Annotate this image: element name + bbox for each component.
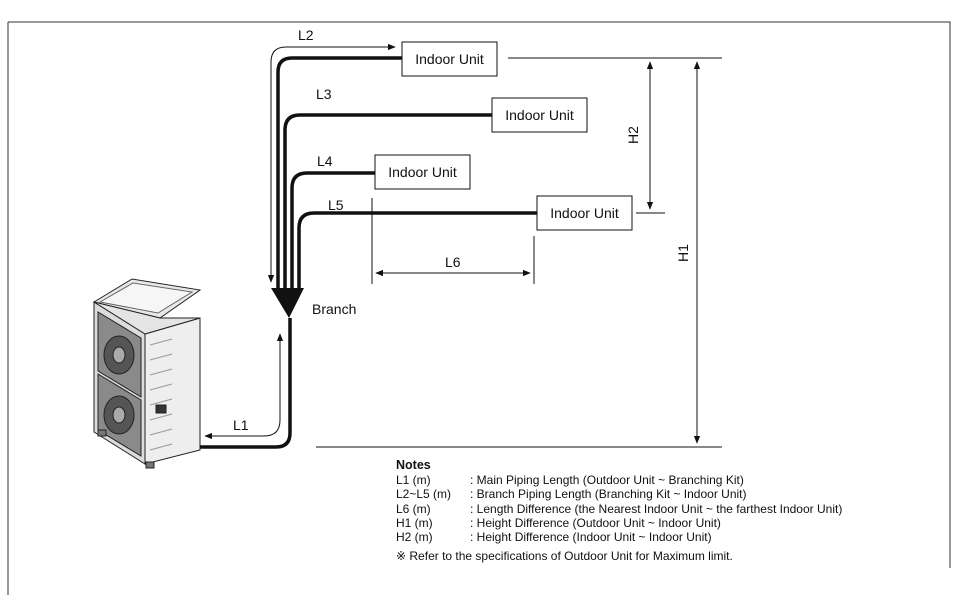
h2-label: H2 [625,126,641,144]
note-row: L1 (m) : Main Piping Length (Outdoor Uni… [396,473,842,487]
branch-label: Branch [312,301,356,317]
note-key: L2~L5 (m) [396,487,452,502]
l1-dimension-line [204,333,284,440]
l3-label: L3 [316,86,332,102]
notes-title: Notes [396,458,431,472]
page-frame [8,21,951,568]
note-key: L6 (m) [396,501,431,516]
note-key: L1 (m) [396,473,431,488]
note-key: H1 (m) [396,515,433,530]
branch-pipe-l5 [297,211,537,290]
indoor-unit-label-1: Indoor Unit [415,51,484,67]
branch-pipe-l4 [290,171,375,290]
note-value: : Branch Piping Length (Branching Kit ~ … [470,487,747,502]
note-value: : Height Difference (Indoor Unit ~ Indoo… [470,530,712,545]
note-value: : Main Piping Length (Outdoor Unit ~ Bra… [470,473,744,488]
l2-label: L2 [298,27,314,43]
h1-label: H1 [675,244,691,262]
note-row: H2 (m) : Height Difference (Indoor Unit … [396,530,842,544]
notes-reference: ※ Refer to the specifications of Outdoor… [396,549,733,564]
note-key: H2 (m) [396,530,433,545]
notes-section: Notes L1 (m) : Main Piping Length (Outdo… [396,458,842,563]
note-row: H1 (m) : Height Difference (Outdoor Unit… [396,516,842,530]
indoor-unit-box-4 [536,195,633,231]
indoor-unit-box-3 [374,154,471,190]
branch-kit-shape [271,288,304,318]
indoor-unit-box-1 [401,41,498,77]
indoor-unit-label-4: Indoor Unit [550,205,619,221]
indoor-unit-label-2: Indoor Unit [505,107,574,123]
branch-pipe-l3 [283,113,492,290]
l4-label: L4 [317,153,333,169]
l6-label: L6 [445,254,461,270]
outdoor-unit-illustration [92,278,202,469]
main-pipe [200,318,292,449]
note-row: L6 (m) : Length Difference (the Nearest … [396,502,842,516]
l2-dimension-line [267,43,396,283]
indoor-unit-box-2 [491,97,588,133]
l5-label: L5 [328,197,344,213]
indoor-unit-label-3: Indoor Unit [388,164,457,180]
note-value: : Height Difference (Outdoor Unit ~ Indo… [470,515,721,530]
note-value: : Length Difference (the Nearest Indoor … [470,501,843,516]
note-row: L2~L5 (m) : Branch Piping Length (Branch… [396,487,842,501]
l1-label: L1 [233,417,249,433]
